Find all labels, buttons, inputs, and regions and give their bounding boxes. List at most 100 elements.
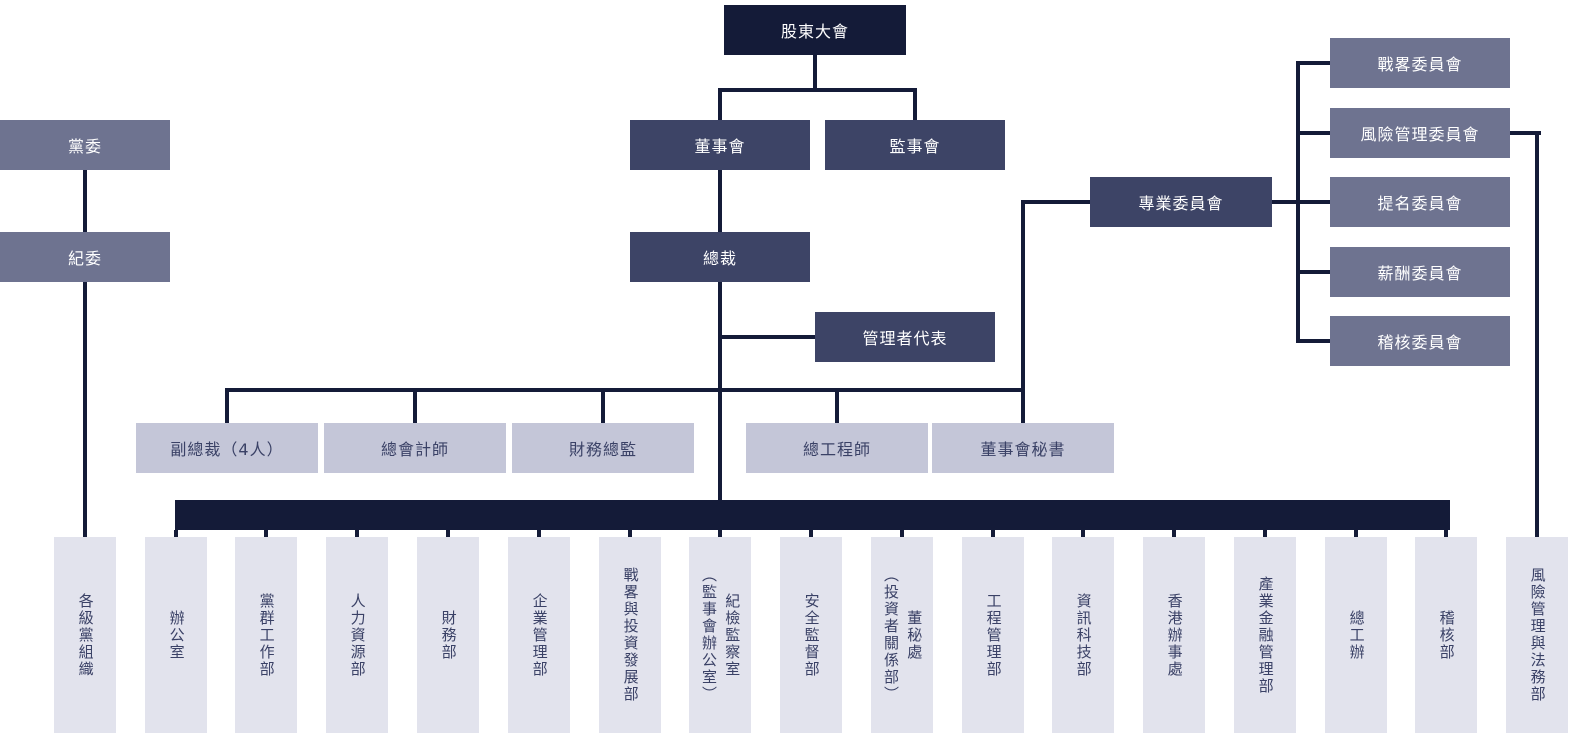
node-label: 提名委員會 <box>1377 194 1463 213</box>
node-label: 人力資源部 <box>348 592 367 678</box>
node-label: 財務總監 <box>568 440 637 459</box>
node-label: 各級黨組織 <box>76 592 95 678</box>
node-label: 紀委 <box>67 249 102 268</box>
connector <box>264 530 268 538</box>
node-label: 專業委員會 <box>1138 194 1224 213</box>
node-department: 稽核部 <box>1415 537 1477 733</box>
node-chief-accountant: 總會計師 <box>324 423 506 473</box>
connector <box>718 170 722 232</box>
node-label: 資訊科技部 <box>1074 592 1093 678</box>
connector <box>718 88 917 92</box>
node-label: 副總裁（4人） <box>170 440 284 459</box>
node-label: 董事會 <box>694 137 746 156</box>
connector <box>1296 339 1332 343</box>
connector <box>601 388 605 423</box>
node-department: 安全監督部 <box>780 537 842 733</box>
node-department: 香港辦事處 <box>1143 537 1205 733</box>
node-label: 辦公室 <box>167 609 186 661</box>
connector <box>537 530 541 538</box>
node-label: 董秘處 （投資者關係部） <box>882 567 924 703</box>
node-label: 總裁 <box>702 249 737 268</box>
connector <box>83 170 87 232</box>
connector <box>1296 131 1332 135</box>
connector <box>900 530 904 538</box>
node-label: 戰畧與投資發展部 <box>621 567 640 703</box>
connector <box>718 530 722 538</box>
node-label: 財務部 <box>439 609 458 661</box>
node-board-of-directors: 董事會 <box>630 120 810 170</box>
connector <box>1081 530 1085 538</box>
node-department: 各級黨組織 <box>54 537 116 733</box>
node-department: 工程管理部 <box>962 537 1024 733</box>
node-label: 香港辦事處 <box>1165 592 1184 678</box>
connector <box>446 530 450 538</box>
node-label: 風險管理與法務部 <box>1528 567 1547 703</box>
connector <box>628 530 632 538</box>
connector <box>355 530 359 538</box>
node-department: 辦公室 <box>145 537 207 733</box>
node-strategy-committee: 戰畧委員會 <box>1330 38 1510 88</box>
node-label: 董事會秘書 <box>980 440 1066 459</box>
node-president: 總裁 <box>630 232 810 282</box>
connector <box>813 55 817 92</box>
connector <box>413 388 417 423</box>
node-label: 紀檢監察室 （監事會辦公室） <box>700 567 742 703</box>
node-label: 安全監督部 <box>802 592 821 678</box>
node-remuneration-committee: 薪酬委員會 <box>1330 247 1510 297</box>
connector <box>83 282 87 537</box>
connector <box>225 388 1025 392</box>
node-audit-committee: 稽核委員會 <box>1330 316 1510 366</box>
connector <box>1444 530 1448 538</box>
node-label: 黨群工作部 <box>257 592 276 678</box>
node-department: 產業金融管理部 <box>1234 537 1296 733</box>
node-department: 戰畧與投資發展部 <box>599 537 661 733</box>
node-department: 總工辦 <box>1325 537 1387 733</box>
connector <box>1263 530 1267 538</box>
node-special-committees: 專業委員會 <box>1090 177 1272 227</box>
node-risk-management-committee: 風險管理委員會 <box>1330 108 1510 158</box>
connector <box>1272 200 1298 204</box>
connector <box>991 530 995 538</box>
connector <box>1021 200 1090 204</box>
node-department: 董秘處 （投資者關係部） <box>871 537 933 733</box>
node-board-secretary: 董事會秘書 <box>932 423 1114 473</box>
node-label: 稽核部 <box>1437 609 1456 661</box>
node-department: 紀檢監察室 （監事會辦公室） <box>689 537 751 733</box>
node-finance-director: 財務總監 <box>512 423 694 473</box>
connector <box>1354 530 1358 538</box>
connector <box>174 530 178 538</box>
node-label: 監事會 <box>889 137 941 156</box>
connector <box>913 88 917 120</box>
connector <box>1021 200 1025 423</box>
distribution-bar <box>175 500 1450 530</box>
node-nomination-committee: 提名委員會 <box>1330 177 1510 227</box>
connector <box>809 530 813 538</box>
node-department: 財務部 <box>417 537 479 733</box>
node-label: 總工程師 <box>802 440 871 459</box>
connector <box>718 88 722 120</box>
node-department: 資訊科技部 <box>1052 537 1114 733</box>
node-label: 企業管理部 <box>530 592 549 678</box>
node-discipline-committee: 紀委 <box>0 232 170 282</box>
node-label: 總會計師 <box>380 440 449 459</box>
node-department: 黨群工作部 <box>235 537 297 733</box>
node-department: 企業管理部 <box>508 537 570 733</box>
node-label: 風險管理委員會 <box>1360 125 1480 144</box>
connector <box>1296 61 1332 65</box>
node-label: 戰畧委員會 <box>1377 55 1463 74</box>
connector <box>225 388 229 423</box>
node-label: 股東大會 <box>780 22 849 41</box>
node-management-representative: 管理者代表 <box>815 312 995 362</box>
node-label: 總工辦 <box>1347 609 1366 661</box>
node-chief-engineer: 總工程師 <box>746 423 928 473</box>
node-supervisory-board: 監事會 <box>825 120 1005 170</box>
connector <box>1535 131 1539 537</box>
connector <box>1296 270 1332 274</box>
node-label: 黨委 <box>67 137 102 156</box>
node-label: 產業金融管理部 <box>1256 575 1275 695</box>
node-department: 風險管理與法務部 <box>1506 537 1568 733</box>
node-label: 稽核委員會 <box>1377 333 1463 352</box>
node-label: 管理者代表 <box>862 329 948 348</box>
node-party-committee: 黨委 <box>0 120 170 170</box>
